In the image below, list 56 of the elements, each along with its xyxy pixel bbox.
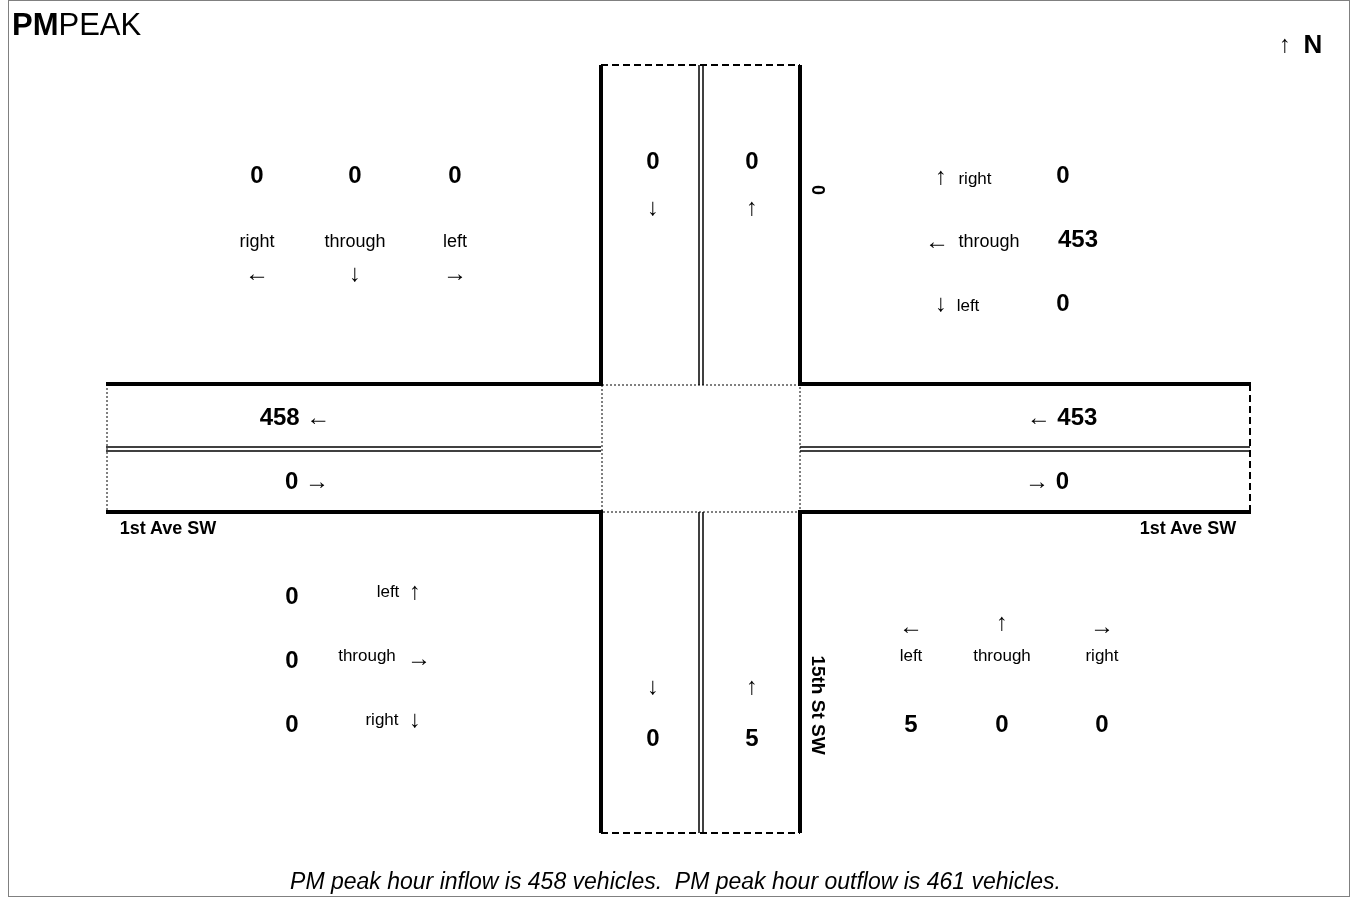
direction-arrow: ← <box>925 229 949 253</box>
volume-value: 458 ← <box>259 405 331 429</box>
volume-value: ← 453 <box>1026 405 1098 429</box>
north-label: N <box>1303 31 1323 57</box>
direction-arrow: ↓ <box>647 674 659 698</box>
movement-label: right <box>1085 646 1119 664</box>
direction-arrow: ↓ <box>647 195 659 219</box>
movement-label: right <box>958 169 992 187</box>
volume-value: 0 <box>1056 291 1070 315</box>
direction-arrow: ↑ <box>409 579 421 603</box>
direction-arrow: ↓ <box>935 291 947 315</box>
direction-arrow: ↓ <box>349 261 361 285</box>
movement-label: left <box>956 296 980 314</box>
volume-value: 0 <box>348 163 362 187</box>
volume-value: 0 <box>809 185 827 195</box>
volume-value: 453 <box>1058 227 1098 251</box>
volume-value: 0 <box>250 163 264 187</box>
movement-label: right <box>365 710 399 728</box>
volume-value: 0 → <box>285 469 329 493</box>
direction-arrow: ↑ <box>746 195 758 219</box>
direction-arrow: ↑ <box>746 674 758 698</box>
direction-arrow: → <box>1090 614 1114 638</box>
movement-label: right <box>239 232 275 250</box>
volume-value: 0 <box>285 648 299 672</box>
movement-label: through <box>338 646 396 664</box>
direction-arrow: ← <box>899 614 923 638</box>
volume-value: 0 <box>1056 163 1070 187</box>
movement-label: through <box>958 232 1020 250</box>
direction-arrow: → <box>407 646 431 670</box>
street-name: 1st Ave SW <box>1139 519 1237 537</box>
direction-arrow: ← <box>245 261 269 285</box>
direction-arrow: ↑ <box>996 610 1008 634</box>
volume-value: 0 <box>1095 712 1109 736</box>
title: PMPEAK <box>12 6 142 44</box>
street-name: 15th St SW <box>808 655 828 755</box>
direction-arrow: ↑ <box>1279 32 1291 56</box>
movement-label: through <box>324 232 386 250</box>
volume-value: 0 <box>448 163 462 187</box>
volume-value: 0 <box>995 712 1009 736</box>
volume-value: 5 <box>904 712 918 736</box>
volume-value: 0 <box>646 149 660 173</box>
movement-label: left <box>899 646 923 664</box>
street-name: 1st Ave SW <box>119 519 217 537</box>
caption: PM peak hour inflow is 458 vehicles. PM peak hour outflow is 461 vehicles. <box>290 868 1061 894</box>
movement-label: left <box>443 232 467 250</box>
movement-label: left <box>376 582 400 600</box>
volume-value: 0 <box>285 712 299 736</box>
movement-label: through <box>973 646 1031 664</box>
direction-arrow: ↓ <box>409 707 421 731</box>
volume-value: 0 <box>745 149 759 173</box>
direction-arrow: → <box>443 261 467 285</box>
volume-value: → 0 <box>1025 469 1069 493</box>
volume-value: 0 <box>646 726 660 750</box>
volume-value: 0 <box>285 584 299 608</box>
volume-value: 5 <box>745 726 759 750</box>
direction-arrow: ↑ <box>935 164 947 188</box>
